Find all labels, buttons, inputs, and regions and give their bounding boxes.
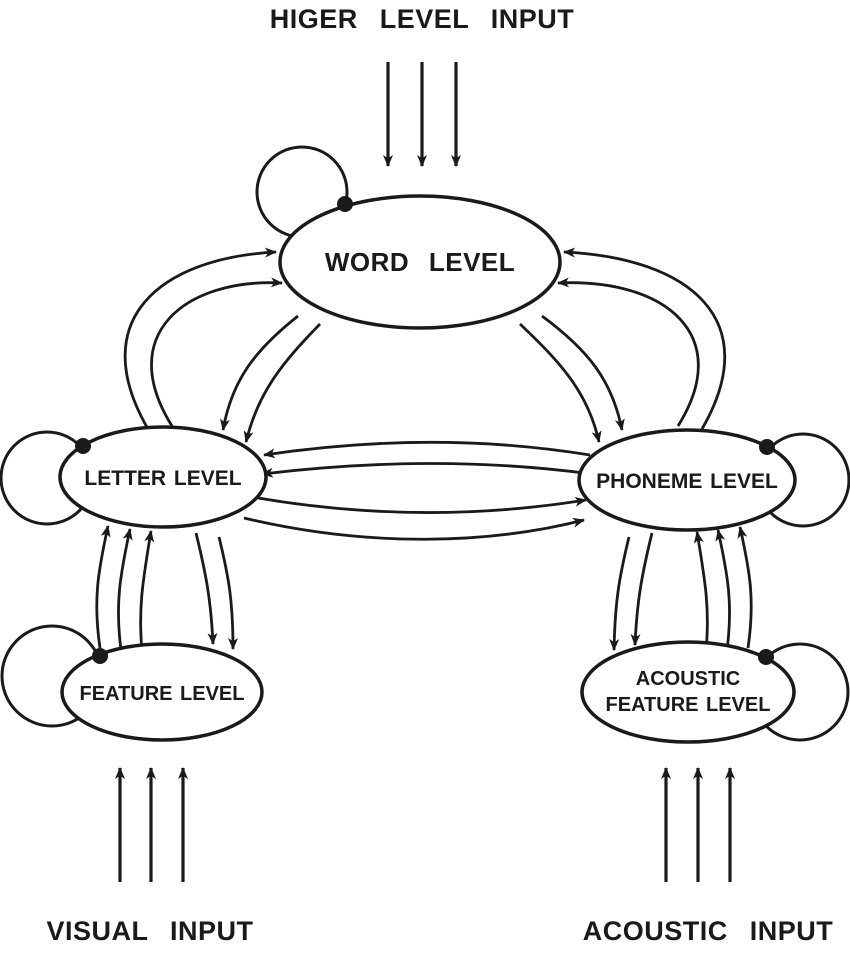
higher-level-input-label: HIGER LEVEL INPUT bbox=[270, 4, 575, 34]
feature-loop-dot bbox=[92, 648, 108, 664]
phoneme-acoustic-connections bbox=[609, 526, 753, 652]
feature-level-node bbox=[60, 642, 264, 742]
arrow-acoustic-to-phoneme-1 bbox=[737, 526, 753, 649]
labels: HIGER LEVEL INPUT WORD LEVEL LETTER LEVE… bbox=[46, 4, 834, 946]
acoustic-feature-level-label-line2: FEATURE LEVEL bbox=[606, 694, 771, 716]
visual-input-label: VISUAL INPUT bbox=[46, 916, 253, 946]
letter-loop-dot bbox=[75, 438, 91, 454]
arrow-word-to-phoneme-1 bbox=[541, 314, 625, 431]
acoustic-feature-loop-dot bbox=[758, 649, 774, 665]
arrow-letter-to-feature-1 bbox=[194, 532, 218, 645]
acoustic-input-arrows bbox=[661, 767, 735, 882]
arrow-phoneme-to-letter-1 bbox=[263, 440, 591, 459]
phoneme-level-node bbox=[577, 428, 797, 532]
arrow-phoneme-to-word-2 bbox=[557, 277, 700, 427]
arrow-acoustic-to-phoneme-3 bbox=[693, 531, 709, 652]
feature-level-label: FEATURE LEVEL bbox=[80, 683, 245, 705]
phoneme-level-label: PHONEME LEVEL bbox=[596, 470, 778, 493]
letter-phoneme-connections bbox=[243, 440, 593, 541]
arrow-phoneme-to-acoustic-2 bbox=[609, 536, 631, 651]
arrow-feature-to-letter-1 bbox=[95, 525, 111, 649]
acoustic-feature-level-label-line1: ACOUSTIC bbox=[636, 668, 740, 690]
arrow-word-to-letter-1 bbox=[220, 314, 299, 431]
arrow-letter-to-phoneme-1 bbox=[257, 496, 587, 514]
letter-level-node bbox=[58, 425, 268, 529]
arrow-feature-to-letter-3 bbox=[139, 530, 155, 652]
arrow-letter-to-feature-2 bbox=[217, 536, 238, 650]
phoneme-loop-dot bbox=[759, 439, 775, 455]
arrow-acoustic-to-phoneme-2 bbox=[715, 529, 731, 651]
inhibition-dots bbox=[75, 196, 775, 665]
letter-level-label: LETTER LEVEL bbox=[84, 467, 241, 490]
letter-feature-connections bbox=[95, 525, 238, 652]
arrow-letter-to-word-2 bbox=[150, 277, 283, 427]
word-level-node bbox=[278, 194, 562, 330]
arrow-word-to-phoneme-2 bbox=[519, 322, 602, 443]
arrow-phoneme-to-letter-2 bbox=[261, 462, 593, 478]
arrow-phoneme-to-word-1 bbox=[563, 247, 727, 430]
arrow-letter-to-word-1 bbox=[123, 247, 277, 430]
arrow-letter-to-phoneme-2 bbox=[243, 516, 585, 541]
arrow-feature-to-letter-2 bbox=[117, 528, 133, 651]
arrow-word-to-letter-2 bbox=[243, 323, 322, 443]
higher-level-input-arrows bbox=[383, 62, 461, 167]
arrow-phoneme-to-acoustic-1 bbox=[630, 532, 654, 646]
acoustic-input-label: ACOUSTIC INPUT bbox=[583, 916, 834, 946]
nodes bbox=[58, 194, 797, 744]
word-loop-dot bbox=[337, 196, 353, 212]
visual-input-arrows bbox=[115, 767, 188, 882]
acoustic-feature-level-node bbox=[580, 640, 796, 744]
word-level-label: WORD LEVEL bbox=[325, 247, 515, 277]
word-phoneme-connections bbox=[519, 247, 727, 443]
word-letter-connections bbox=[123, 247, 322, 443]
